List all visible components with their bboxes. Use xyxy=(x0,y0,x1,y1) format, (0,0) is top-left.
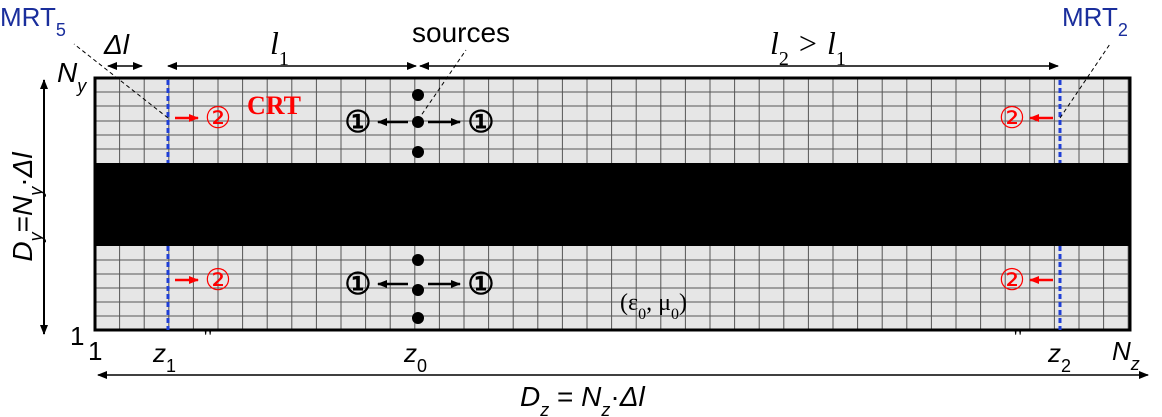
axis-break-mark-right: " xyxy=(1013,325,1023,351)
z1-label: z1 xyxy=(152,338,176,376)
source-point xyxy=(412,312,424,324)
l1-label: l1 xyxy=(270,25,289,70)
dy-equation-label: Dy=Ny·Δl xyxy=(7,152,46,262)
crt-label: CRT xyxy=(247,91,301,120)
waveguide-strip xyxy=(95,163,1130,246)
nz-label: Nz xyxy=(1112,336,1140,374)
wave-marker-1-left-top: ① xyxy=(345,106,372,139)
sources-label: sources xyxy=(412,17,510,48)
mrt2-label: MRT2 xyxy=(1062,2,1128,40)
grid-domain-border xyxy=(93,76,1132,332)
delta-l-label: Δl xyxy=(103,29,130,60)
source-point xyxy=(412,146,424,158)
wave-marker-2-right-bottom: ② xyxy=(999,264,1026,297)
wave-marker-1-left-bottom: ① xyxy=(345,268,372,301)
wave-marker-2-right-top: ② xyxy=(999,102,1026,135)
source-point xyxy=(412,284,424,296)
z2-label: z2 xyxy=(1047,338,1071,376)
source-point xyxy=(412,116,424,128)
z-index-one-label: 1 xyxy=(88,336,102,366)
l2-greater-than-l1-label: l2>l1 xyxy=(770,25,846,70)
source-point xyxy=(412,89,424,101)
ny-label: Ny xyxy=(57,57,87,96)
source-points-bottom xyxy=(412,254,424,324)
y-index-one-label: 1 xyxy=(70,321,84,351)
wave-marker-2-left-bottom: ② xyxy=(205,264,232,297)
mrt5-leader xyxy=(73,43,169,119)
source-points-top xyxy=(412,89,424,158)
wave-marker-2-left-top: ② xyxy=(205,102,232,135)
dz-equation-label: Dz = Nz·Δl xyxy=(520,381,646,417)
sources-leader xyxy=(417,49,467,121)
medium-parameters-label: (ε0, μ0) xyxy=(620,290,687,323)
z0-label: z0 xyxy=(403,338,427,376)
mrt5-label: MRT5 xyxy=(0,2,66,40)
mrt2-leader xyxy=(1059,43,1111,119)
axis-break-mark-left: " xyxy=(203,325,213,351)
wave-marker-1-right-bottom: ① xyxy=(468,268,495,301)
wave-marker-1-right-top: ① xyxy=(468,106,495,139)
source-point xyxy=(412,254,424,266)
